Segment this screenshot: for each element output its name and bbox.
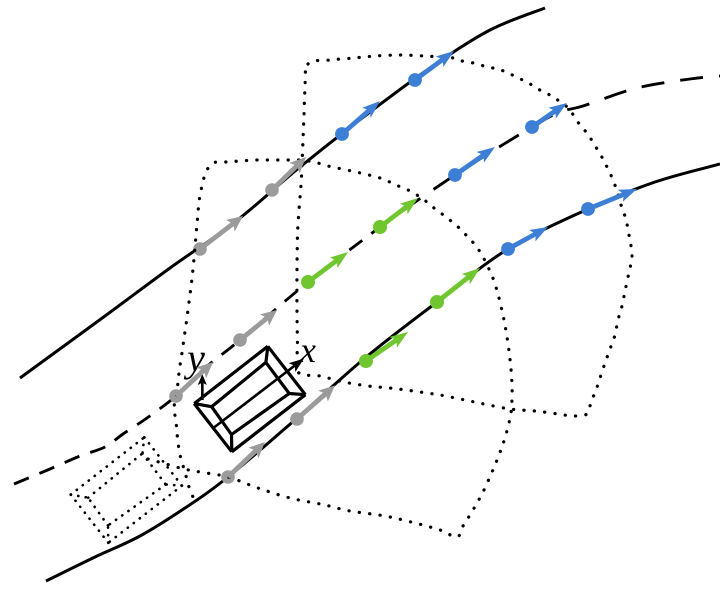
svg-text:x: x [299, 330, 316, 370]
